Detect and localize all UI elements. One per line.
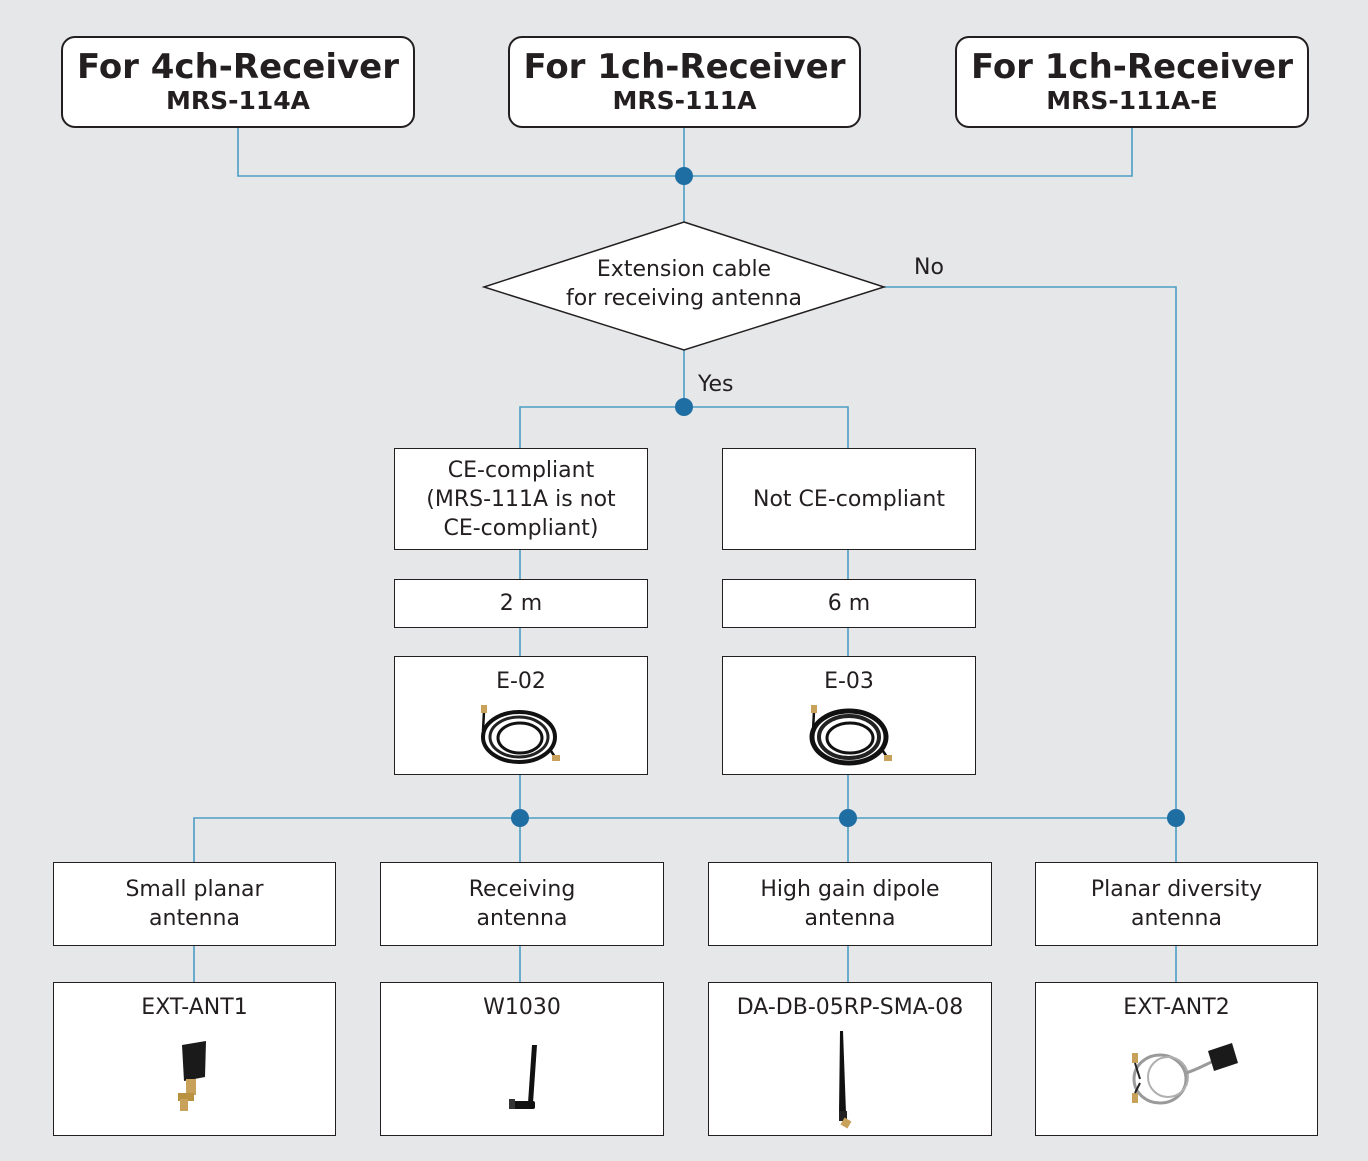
junction-node: [1167, 809, 1185, 827]
cable-length-box: 2 m: [394, 579, 648, 628]
cable-product-e02: E-02: [394, 656, 648, 775]
receiver-box-1ch-e: For 1ch-Receiver MRS-111A-E: [955, 36, 1309, 128]
receiver-box-1ch: For 1ch-Receiver MRS-111A: [508, 36, 861, 128]
receiver-title: For 4ch-Receiver: [76, 47, 400, 87]
antenna-product-ext-ant1: EXT-ANT1: [53, 982, 336, 1136]
cable-product-e03: E-03: [722, 656, 976, 775]
antenna-product-da-db-05rp-sma-08: DA-DB-05RP-SMA-08: [708, 982, 992, 1136]
receiver-title: For 1ch-Receiver: [970, 47, 1294, 87]
no-branch-connector: [884, 286, 1177, 818]
antenna-type-box: Small planar antenna: [53, 862, 336, 946]
antenna-product-w1030: W1030: [380, 982, 664, 1136]
antenna-type-box: Receiving antenna: [380, 862, 664, 946]
receiver-model: MRS-114A: [165, 86, 311, 115]
junction-node: [511, 809, 529, 827]
receiver-title: For 1ch-Receiver: [523, 47, 846, 87]
yes-label: Yes: [698, 372, 734, 397]
no-label: No: [914, 255, 944, 280]
antenna-model: EXT-ANT2: [1123, 995, 1230, 1020]
cable-length-box: 6 m: [722, 579, 976, 628]
decision-text: Extension cable for receiving antenna: [565, 257, 803, 311]
receiver-model: MRS-111A: [612, 86, 757, 115]
antenna-type-box: Planar diversity antenna: [1035, 862, 1318, 946]
receiving-antenna-icon: [509, 1045, 537, 1109]
antenna-model: EXT-ANT1: [141, 995, 248, 1020]
decision-diamond: [481, 221, 887, 351]
junction-node: [839, 809, 857, 827]
not-ce-compliant-box: Not CE-compliant: [722, 448, 976, 550]
junction-node: [675, 398, 693, 416]
dipole-antenna-icon: [839, 1031, 852, 1129]
coiled-cable-icon: [809, 705, 892, 766]
antenna-product-ext-ant2: EXT-ANT2: [1035, 982, 1318, 1136]
ce-compliant-box: CE-compliant (MRS-111A is not CE-complia…: [394, 448, 648, 550]
antenna-model: DA-DB-05RP-SMA-08: [736, 995, 964, 1020]
receiver-model: MRS-111A-E: [1046, 86, 1218, 115]
cable-model: E-03: [824, 669, 874, 694]
cable-model: E-02: [496, 669, 546, 694]
cable-to-antenna-connector: [193, 775, 1177, 862]
antenna-type-box: High gain dipole antenna: [708, 862, 992, 946]
small-planar-antenna-icon: [178, 1041, 206, 1111]
planar-diversity-antenna-icon: [1132, 1043, 1238, 1105]
receiver-box-4ch: For 4ch-Receiver MRS-114A: [61, 36, 415, 128]
antenna-model: W1030: [483, 995, 561, 1020]
antenna-type-to-model-connector: [193, 946, 1177, 982]
coiled-cable-icon: [481, 705, 560, 764]
junction-node: [675, 167, 693, 185]
